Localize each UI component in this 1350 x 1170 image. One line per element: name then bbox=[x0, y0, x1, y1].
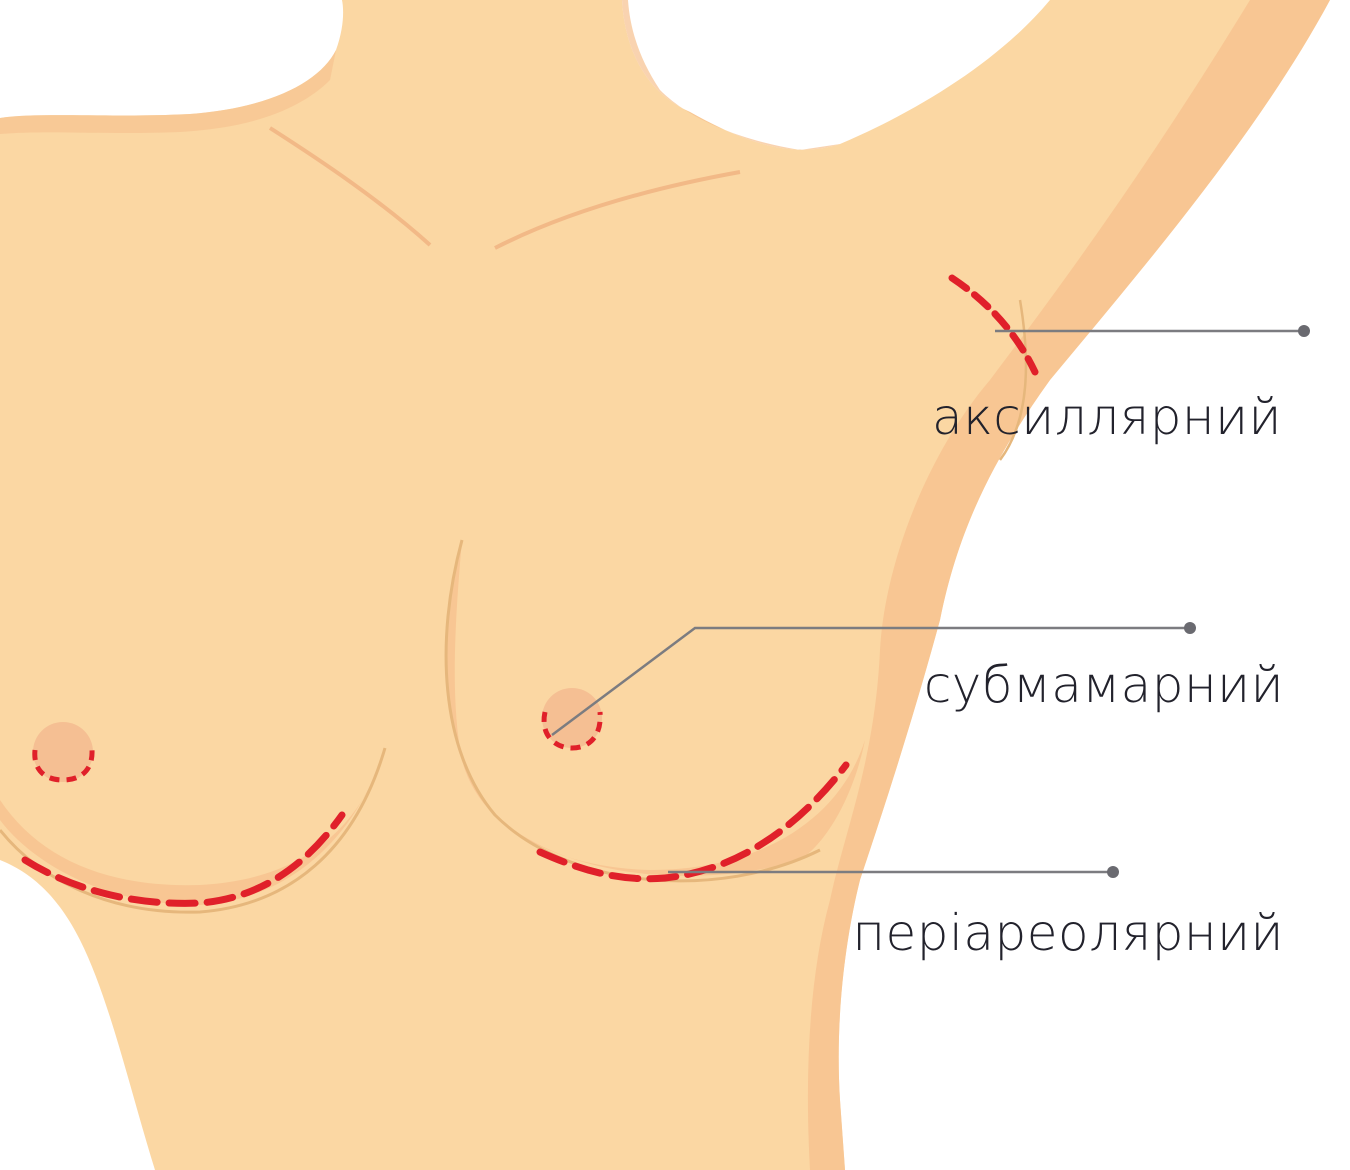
leader-submammary bbox=[551, 622, 1196, 737]
arm-contour bbox=[998, 299, 1028, 461]
incision-periareolar-right bbox=[541, 711, 603, 751]
leader-axillary bbox=[995, 325, 1310, 337]
collarbone-right bbox=[494, 170, 741, 250]
shoulder-shadow-left bbox=[0, 50, 336, 134]
breast-right-contour bbox=[444, 539, 821, 883]
incision-submammary-right bbox=[536, 761, 850, 883]
areola-left bbox=[33, 722, 93, 782]
areola-right bbox=[542, 688, 602, 748]
label-submammary: субмамарний bbox=[923, 656, 1284, 714]
side-shadow bbox=[807, 0, 1330, 1170]
incision-submammary-left bbox=[21, 811, 346, 907]
leader-periareolar bbox=[668, 866, 1119, 878]
collarbone-left bbox=[268, 126, 432, 247]
label-axillary: аксиллярний bbox=[931, 388, 1282, 446]
incision-axillary bbox=[948, 274, 1039, 376]
label-periareolar: періареолярний bbox=[852, 904, 1284, 962]
